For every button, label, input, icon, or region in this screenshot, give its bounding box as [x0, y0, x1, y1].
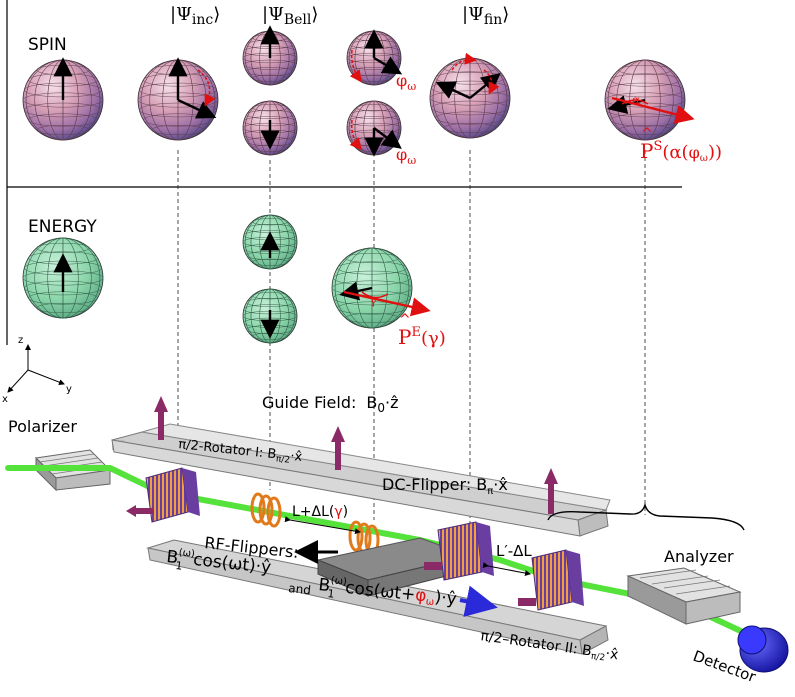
phase-arcs — [197, 49, 500, 151]
detector — [737, 625, 789, 673]
state-label-inc: |Ψinc⟩ — [170, 4, 220, 28]
axis-x-label: x — [2, 394, 8, 405]
dc-flipper-label: DC-Flipper: Bπ·x̂ — [382, 475, 508, 497]
analyzer-brace — [547, 502, 745, 531]
spin-projector-arrow — [611, 96, 695, 124]
energy-row-label: ENERGY — [28, 217, 97, 237]
spin-vectors — [53, 25, 646, 157]
analyzer — [626, 567, 742, 625]
axis-y-label: y — [66, 384, 72, 395]
energy-projector-hat: ^ — [399, 312, 411, 328]
axis-z-label: z — [18, 335, 23, 346]
state-label-fin: |Ψfin⟩ — [462, 4, 509, 28]
rf-flipper-block-2 — [518, 549, 584, 611]
energy-vectors — [53, 231, 373, 339]
phase-label-lower: φω — [396, 145, 416, 167]
spin-projector-hat: ^ — [641, 126, 653, 142]
gamma-label: γ — [370, 294, 377, 307]
energy-projector-arrow — [343, 290, 431, 317]
phase-label-upper: φω — [396, 71, 416, 93]
spin-projector-label: PS(α(φω)) — [640, 139, 722, 164]
path1-label: L+ΔL(γ) — [292, 504, 348, 520]
state-label-bell: |ΨBell⟩ — [262, 4, 318, 28]
rotator-1 — [126, 467, 200, 523]
field-arrow-blue — [459, 585, 498, 617]
rf-coil-1 — [250, 492, 282, 528]
rf-flippers-and: and — [288, 581, 312, 597]
alpha-arc — [621, 99, 649, 105]
polarizer — [34, 449, 112, 492]
polarizer-label: Polarizer — [8, 417, 77, 436]
energy-projector-label: PE(γ) — [398, 325, 446, 349]
analyzer-label: Analyzer — [664, 547, 734, 566]
path2-label: L′-ΔL — [496, 542, 532, 560]
path1-arrow — [284, 516, 361, 535]
alpha-label: α — [632, 93, 640, 107]
spin-row-label: SPIN — [28, 35, 67, 55]
coordinate-axes — [7, 344, 65, 393]
path2-arrow — [482, 562, 531, 577]
guide-field-label: Guide Field:B0·ẑ — [262, 393, 399, 415]
guide-field-arrows — [154, 396, 558, 514]
